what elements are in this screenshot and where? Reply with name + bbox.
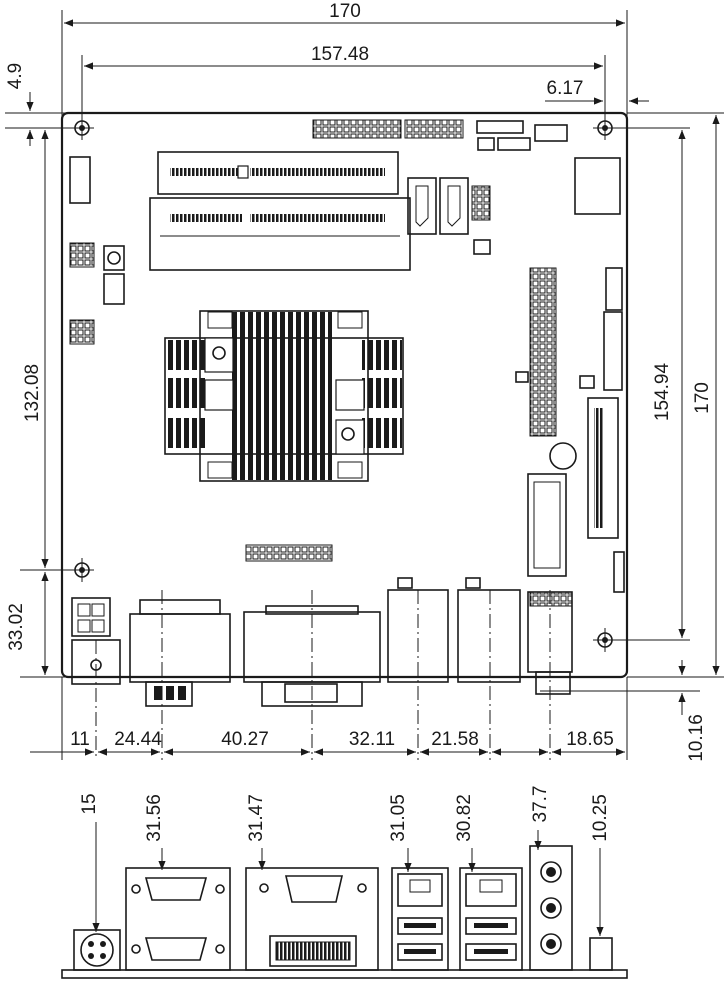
io-height-label-2: 31.47 [246,794,267,842]
connector-left-coax [103,245,125,271]
io-height-label-6: 10.25 [590,794,611,842]
mini-pcie-slot [527,397,619,577]
lan-port-2-top [457,577,521,683]
connector-left-1 [69,156,91,204]
header-top-1 [312,119,402,139]
dimension-hole-spacing: 157.48 [81,44,606,118]
io-height-label-1: 31.56 [144,794,165,842]
dim-label-bottom-0: 11 [70,729,90,750]
dimension-top-hole-offset: 4.9 [5,63,75,146]
dim-label-board-width: 170 [329,1,361,22]
dim-label-bottom-1: 24.44 [114,729,162,750]
dimension-left-hole-spacing: 132.08 [20,127,72,571]
io-height-label-4: 30.82 [454,794,475,842]
dim-label-bottom-3: 32.11 [349,729,395,750]
connector-small-right [579,375,595,389]
header-center-bottom [245,544,333,562]
battery-jumper [473,239,491,255]
dimension-io-overhang: 10.16 [540,660,707,762]
mounting-hole-bottom-right [593,628,617,652]
power-jack-front [73,929,121,971]
dim-label-bottom-2: 40.27 [221,729,269,750]
header-top-3 [476,120,524,134]
dim-label-top-hole-offset: 4.9 [5,63,26,89]
component-top-right [574,157,621,215]
header-top-6 [497,137,531,151]
dim-label-bottom-4: 21.58 [431,729,479,750]
mounting-hole-top-right [593,116,617,140]
com-ports-top [129,599,231,707]
dimension-board-width: 170 [61,1,628,120]
sata-connector-2 [439,177,469,235]
lan-usb-stack-1-front [391,867,449,971]
connector-right-mid [603,311,623,391]
header-pins-right-of-sata [471,185,491,221]
header-top-2 [404,119,464,139]
heatsink [164,310,404,482]
dim-label-bottom-5: 18.65 [566,729,614,750]
jumper-mid-right [515,371,529,383]
io-height-label-3: 31.05 [388,794,409,842]
mounting-hole-top-left [70,116,94,140]
dimension-right-hole-offset: 6.17 [545,78,649,105]
dimension-chain-bottom: 11 24.44 40.27 32.11 21.58 18.65 [30,677,628,760]
sodimm-slot-2 [149,197,411,271]
dim-label-bottom-hole-offset: 33.02 [6,603,27,651]
lan-usb-stack-2-front [459,867,523,971]
header-top-5 [477,137,495,151]
small-component-front [589,937,613,971]
jumper-left-1 [69,242,95,268]
dimension-board-height: 170 [627,112,724,678]
buzzer [549,442,577,470]
led-header [613,551,625,593]
board-top-view [60,111,629,760]
pcb-edge-front [61,969,628,979]
dim-label-right-hole-spacing: 154.94 [652,363,673,422]
dim-label-board-height: 170 [692,382,713,414]
connector-right-upper [605,267,623,311]
header-column-right [529,267,557,437]
jumper-left-2 [69,319,95,345]
header-top-4 [534,124,568,142]
com-ports-front [125,867,231,971]
mounting-hole-bottom-left [70,558,94,582]
dim-label-left-hole-spacing: 132.08 [22,364,43,422]
io-height-label-5: 37.7 [530,786,551,823]
sodimm-slot-1 [157,151,399,195]
dim-label-hole-spacing: 157.48 [311,44,369,65]
io-front-view: 15 31.56 31.47 31.05 30.82 37.7 10.25 [61,786,628,979]
sata-connector-1 [407,177,437,235]
pcb-outline [60,111,629,679]
dim-label-io-overhang: 10.16 [686,714,707,762]
vga-dvi-front [245,867,379,971]
audio-jacks-front [529,845,573,971]
connector-left-2 [103,273,125,305]
io-height-label-0: 15 [79,793,100,814]
dimension-bottom-hole-offset: 33.02 [6,572,72,678]
dim-label-right-hole-offset: 6.17 [547,78,584,99]
